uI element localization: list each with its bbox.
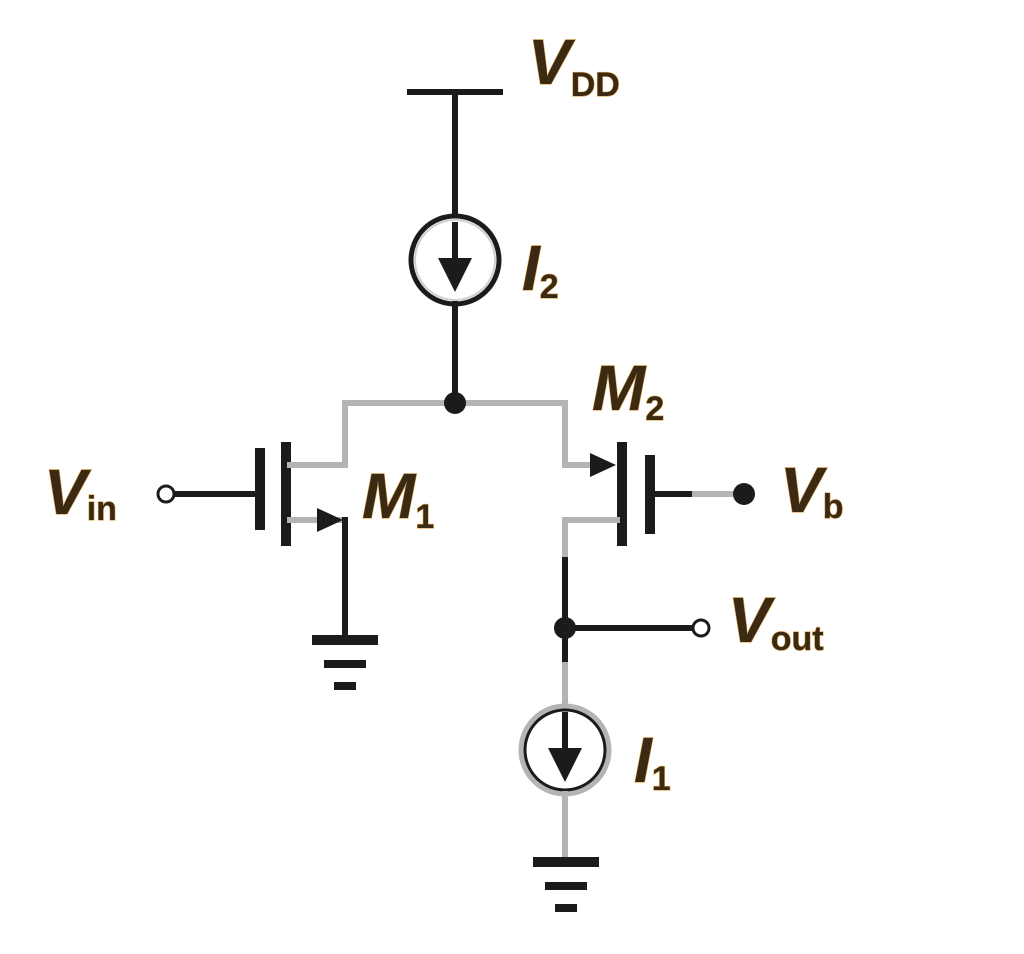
vout-terminal (691, 618, 711, 638)
transistor-m2 (562, 442, 741, 631)
vin-label: Vin (44, 456, 117, 528)
ground-i1 (533, 857, 599, 912)
common-node-wires (342, 392, 593, 468)
vdd-rail (407, 89, 503, 221)
junction-dot (444, 392, 466, 414)
current-source-i2 (408, 213, 502, 307)
vdd-label: VDD (528, 26, 620, 104)
arrow-down-icon (548, 748, 582, 782)
transistor-m1 (172, 442, 348, 639)
arrow-down-icon (438, 258, 472, 292)
m2-label: M2 (592, 352, 664, 428)
vin-terminal (156, 484, 176, 504)
m1-label: M1 (362, 460, 434, 536)
arrow-right-icon (317, 508, 343, 532)
current-source-i1 (518, 703, 612, 797)
vb-label: Vb (780, 454, 843, 526)
ground-m1 (312, 635, 378, 690)
vb-terminal (733, 483, 755, 505)
vout-node (554, 617, 711, 639)
i1-label: I1 (634, 724, 671, 798)
i2-label: I2 (522, 232, 559, 306)
arrow-right-icon (590, 453, 616, 477)
vout-label: Vout (728, 584, 824, 658)
